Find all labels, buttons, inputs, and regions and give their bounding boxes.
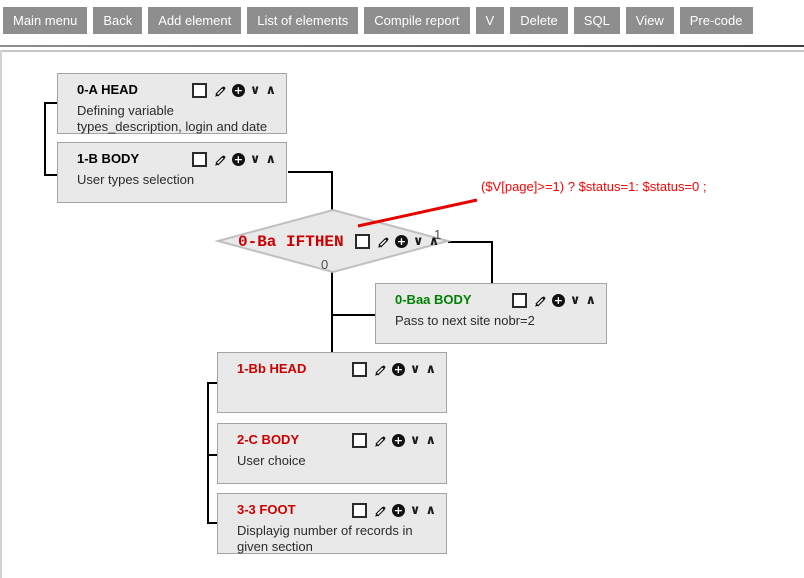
sql-button[interactable]: SQL (573, 7, 620, 34)
add-plus-icon[interactable]: + (391, 363, 405, 376)
node-0-baa-body[interactable]: 0-Baa BODY + ∨ ∧ Pass to next site nobr=… (375, 283, 607, 344)
toolbar-divider-dark (0, 45, 804, 47)
chevron-down-icon[interactable]: ∨ (413, 233, 424, 249)
node-3-3-foot[interactable]: 3-3 FOOT + ∨ ∧ Displayig number of recor… (217, 493, 447, 554)
node-0-a-head[interactable]: 0-A HEAD + ∨ ∧ Defining variable types_d… (57, 73, 287, 134)
compile-report-button[interactable]: Compile report (364, 7, 470, 34)
toolbar: Main menu Back Add element List of eleme… (3, 7, 753, 34)
node-description: User types selection (77, 172, 195, 187)
node-1-bb-head[interactable]: 1-Bb HEAD + ∨ ∧ (217, 352, 447, 413)
chevron-up-icon[interactable]: ∧ (425, 432, 436, 448)
branch-label-false: 0 (321, 257, 329, 272)
chevron-up-icon[interactable]: ∧ (425, 361, 436, 377)
chevron-down-icon[interactable]: ∨ (409, 361, 421, 377)
node-title: 3-3 FOOT (237, 502, 296, 517)
chevron-up-icon[interactable]: ∧ (585, 292, 596, 308)
chevron-up-icon[interactable]: ∧ (428, 233, 440, 249)
delete-button[interactable]: Delete (510, 7, 568, 34)
select-checkbox[interactable] (351, 433, 367, 448)
add-plus-icon[interactable]: + (551, 294, 565, 307)
toolbar-divider-light (0, 50, 804, 52)
main-menu-button[interactable]: Main menu (3, 7, 88, 34)
chevron-down-icon[interactable]: ∨ (409, 432, 421, 448)
edit-pencil-icon[interactable] (532, 293, 547, 308)
node-description: User choice (237, 453, 306, 468)
node-description: Displayig number of records in given sec… (237, 523, 413, 554)
chevron-down-icon[interactable]: ∨ (569, 292, 581, 308)
edit-pencil-icon[interactable] (372, 433, 387, 448)
select-checkbox[interactable] (511, 293, 527, 308)
select-checkbox[interactable] (191, 152, 207, 167)
node-title: 1-B BODY (77, 151, 140, 166)
v-button[interactable]: V (475, 7, 505, 34)
node-header: 0-Baa BODY + ∨ ∧ (395, 292, 596, 308)
chevron-down-icon[interactable]: ∨ (249, 151, 261, 167)
node-title: 0-Baa BODY (395, 292, 472, 307)
add-plus-icon[interactable]: + (395, 235, 408, 248)
node-header: 0-A HEAD + ∨ ∧ (77, 82, 276, 98)
back-button[interactable]: Back (93, 7, 143, 34)
node-header: 3-3 FOOT + ∨ ∧ (237, 502, 436, 518)
add-plus-icon[interactable]: + (391, 434, 405, 447)
node-header: 1-B BODY + ∨ ∧ (77, 151, 276, 167)
edit-pencil-icon[interactable] (212, 152, 227, 167)
canvas-left-border (0, 50, 2, 578)
select-checkbox[interactable] (191, 83, 207, 98)
condition-annotation: ($V[page]>=1) ? $status=1: $status=0 ; (481, 179, 707, 194)
node-header: 1-Bb HEAD + ∨ ∧ (237, 361, 436, 377)
node-toolbar: + ∨ ∧ (351, 502, 436, 518)
node-title: 0-A HEAD (77, 82, 138, 97)
chevron-up-icon[interactable]: ∧ (265, 151, 276, 167)
node-1-b-body[interactable]: 1-B BODY + ∨ ∧ User types selection (57, 142, 287, 203)
node-toolbar: + ∨ ∧ (511, 292, 596, 308)
branch-label-true: 1 (434, 227, 442, 242)
node-toolbar: + ∨ ∧ (191, 151, 276, 167)
node-toolbar: + ∨ ∧ (351, 361, 436, 377)
node-description: Pass to next site nobr=2 (395, 313, 535, 328)
node-0-ba-ifthen-title: 0-Ba IFTHEN (238, 233, 344, 251)
annotation-pointer-line (357, 198, 478, 228)
node-2-c-body[interactable]: 2-C BODY + ∨ ∧ User choice (217, 423, 447, 484)
edit-pencil-icon[interactable] (375, 234, 390, 249)
node-description: Defining variable types_description, log… (77, 103, 268, 134)
select-checkbox[interactable] (351, 362, 367, 377)
node-header: 2-C BODY + ∨ ∧ (237, 432, 436, 448)
node-title: 2-C BODY (237, 432, 300, 447)
list-of-elements-button[interactable]: List of elements (247, 7, 359, 34)
view-button[interactable]: View (625, 7, 674, 34)
add-plus-icon[interactable]: + (391, 504, 405, 517)
select-checkbox[interactable] (351, 503, 367, 518)
node-title: 1-Bb HEAD (237, 361, 307, 376)
add-element-button[interactable]: Add element (148, 7, 242, 34)
node-toolbar: + ∨ ∧ (351, 432, 436, 448)
node-0-ba-ifthen-toolbar: + ∨ ∧ (355, 234, 439, 249)
edit-pencil-icon[interactable] (372, 362, 387, 377)
chevron-up-icon[interactable]: ∧ (425, 502, 436, 518)
edit-pencil-icon[interactable] (372, 503, 387, 518)
select-checkbox[interactable] (355, 234, 370, 249)
add-plus-icon[interactable]: + (231, 84, 245, 97)
edit-pencil-icon[interactable] (212, 83, 227, 98)
node-toolbar: + ∨ ∧ (191, 82, 276, 98)
chevron-down-icon[interactable]: ∨ (409, 502, 421, 518)
add-plus-icon[interactable]: + (231, 153, 245, 166)
chevron-up-icon[interactable]: ∧ (265, 82, 276, 98)
pre-code-button[interactable]: Pre-code (679, 7, 753, 34)
chevron-down-icon[interactable]: ∨ (249, 82, 261, 98)
